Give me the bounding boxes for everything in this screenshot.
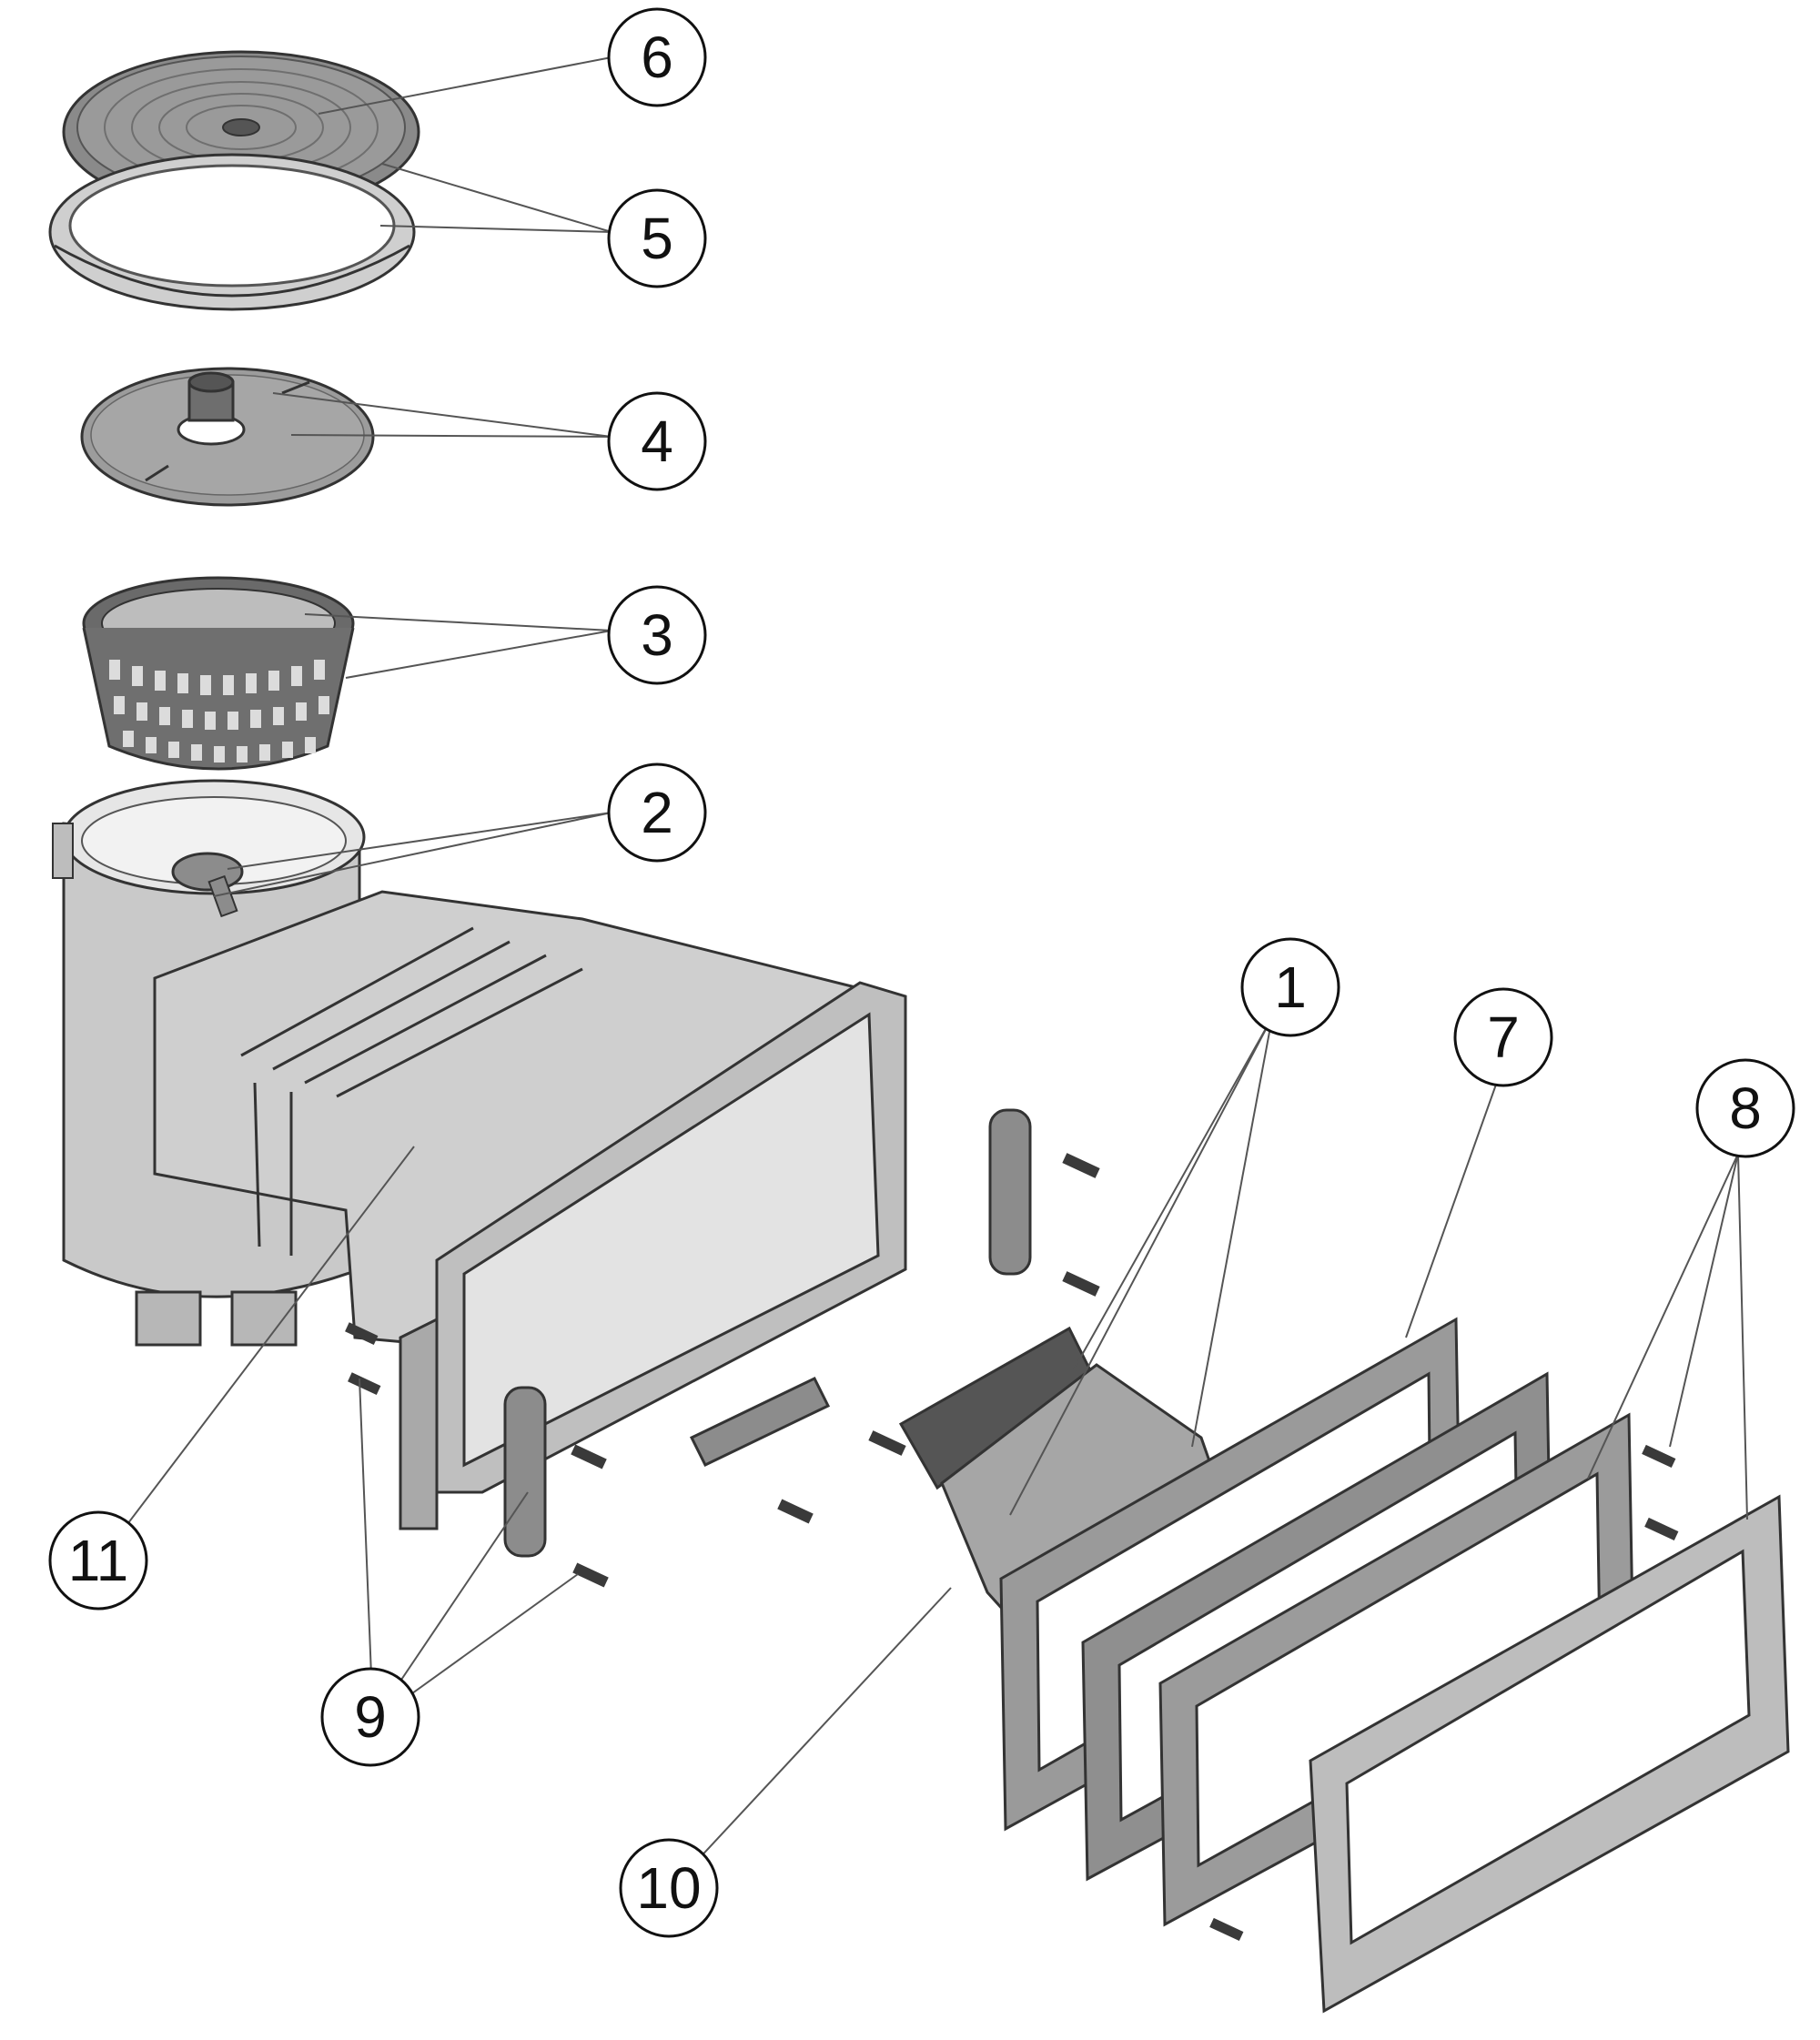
callout-1: 1 <box>1240 937 1340 1037</box>
callout-4: 4 <box>607 391 707 491</box>
callout-label: 11 <box>68 1528 128 1593</box>
callout-label: 1 <box>1274 954 1307 1020</box>
part-weir-plate <box>80 367 375 507</box>
callout-label: 2 <box>641 780 673 845</box>
leader-lines <box>101 56 1748 1889</box>
callout-label: 9 <box>354 1684 387 1750</box>
callout-8: 8 <box>1695 1058 1795 1158</box>
callout-5: 5 <box>607 188 707 288</box>
callout-label: 4 <box>641 409 673 474</box>
callout-9: 9 <box>320 1667 420 1767</box>
callout-7: 7 <box>1453 987 1553 1087</box>
part-skimmer-body <box>52 779 907 1530</box>
callout-3: 3 <box>607 585 707 685</box>
callout-label: 8 <box>1729 1076 1762 1141</box>
callout-label: 10 <box>636 1855 701 1921</box>
callout-label: 6 <box>641 25 673 90</box>
callout-2: 2 <box>607 762 707 863</box>
callout-6: 6 <box>607 7 707 107</box>
callout-10: 10 <box>619 1838 719 1938</box>
part-clamp-bars <box>503 1108 1032 1558</box>
part-basket <box>82 576 355 771</box>
callout-label: 5 <box>641 206 673 271</box>
part-ring-frame <box>48 153 416 311</box>
part-frames <box>1081 1371 1790 2014</box>
callout-11: 11 <box>48 1510 148 1611</box>
callout-label: 3 <box>641 602 673 668</box>
callout-label: 7 <box>1487 1005 1520 1070</box>
